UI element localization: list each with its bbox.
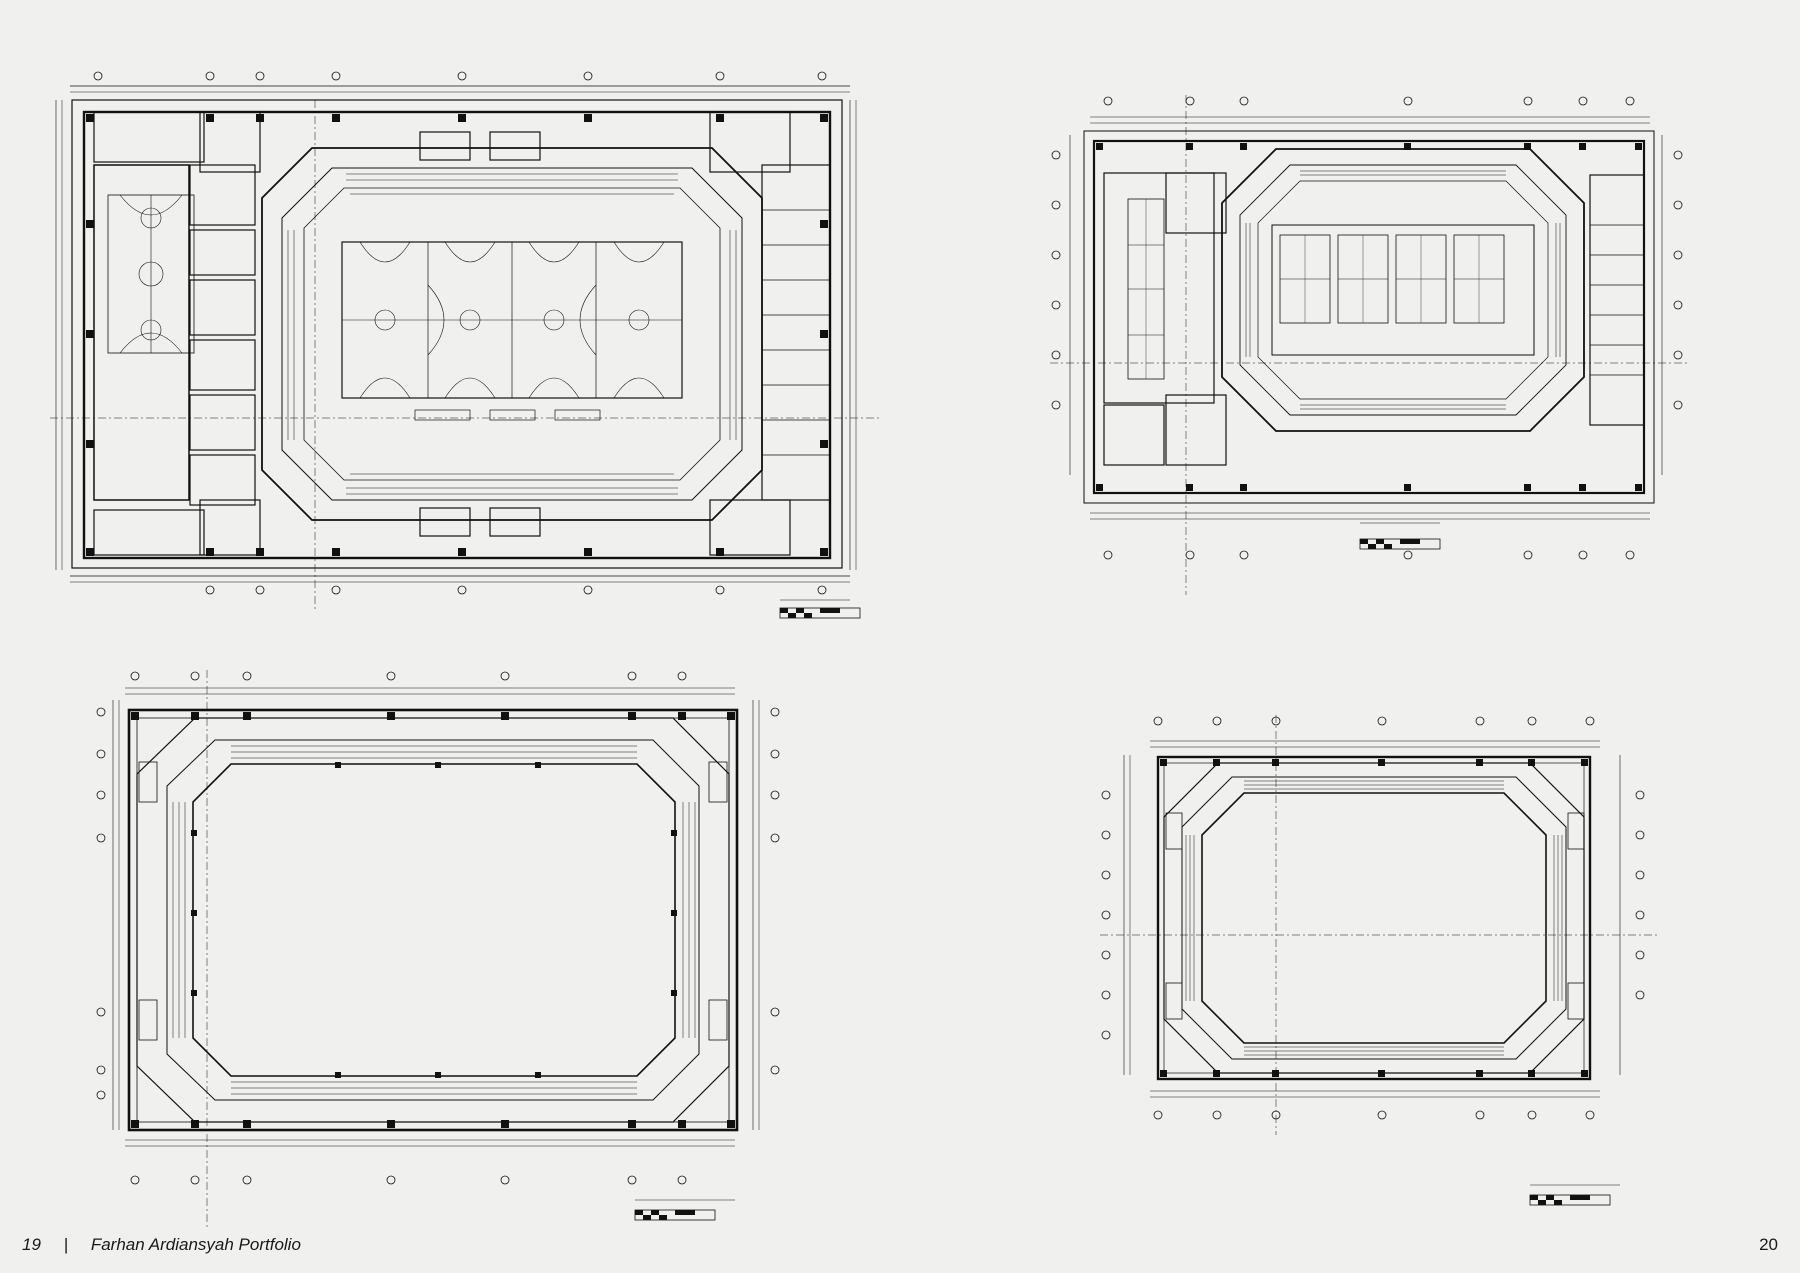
floor-plan-large-level-1: [50, 70, 880, 645]
left-page-number: 19: [22, 1235, 41, 1254]
floor-plan-large-level-2: [95, 670, 835, 1230]
portfolio-title: Farhan Ardiansyah Portfolio: [90, 1235, 301, 1254]
floor-plan-small-level-2: [1100, 715, 1660, 1225]
floor-plan-large-level-2-drawing: [96, 670, 780, 1230]
floor-plan-small-level-1-drawing: [1050, 95, 1690, 595]
footer-left: 19 | Farhan Ardiansyah Portfolio: [22, 1235, 301, 1255]
floor-plan-large-level-1-drawing: [50, 71, 880, 619]
footer-separator: |: [63, 1235, 69, 1254]
floor-plan-small-level-2-drawing: [1100, 715, 1660, 1206]
page-footer: 19 | Farhan Ardiansyah Portfolio 20: [22, 1235, 1778, 1259]
floor-plan-small-level-1: [1050, 95, 1690, 630]
right-page-number: 20: [1759, 1235, 1778, 1254]
